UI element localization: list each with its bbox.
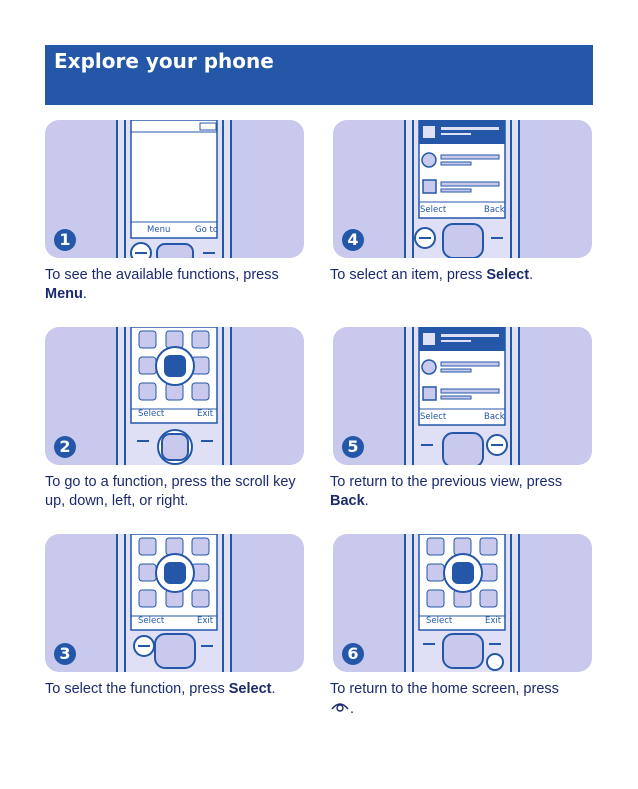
step-4-caption: To select an item, press Select. [330,267,534,283]
step-number-badge: 3 [54,643,76,665]
softkey-right: Exit [485,616,502,626]
step-number-badge: 1 [54,229,76,251]
step-2-illustration: Select Exit 2 [45,327,304,465]
step-2-caption: To go to a function, press the scroll ke… [45,474,296,509]
softkey-left: Menu [147,225,171,235]
step-6-illustration: Select Exit 6 [333,534,592,672]
softkey-left: Select [138,616,165,626]
softkey-right: Exit [197,409,214,419]
step-number-badge: 4 [342,229,364,251]
softkey-right: Go to [195,225,219,235]
step-6-caption: To return to the home screen, press . [330,680,600,719]
step-number-badge: 2 [54,436,76,458]
softkey-right: Exit [197,616,214,626]
softkey-right: Back [484,205,505,215]
softkey-right: Back [484,412,505,422]
step-4-illustration: Select Back 4 [333,120,592,258]
page-title: Explore your phone [54,49,274,73]
step-3-illustration: Select Exit 3 [45,534,304,672]
softkey-left: Select [426,616,453,626]
header-banner: Explore your phone [45,45,593,105]
softkey-left: Select [138,409,165,419]
step-3-caption: To select the function, press Select. [45,681,276,697]
end-key-icon [330,699,350,719]
step-number-badge: 5 [342,436,364,458]
softkey-left: Select [420,205,447,215]
step-1-caption: To see the available functions, press Me… [45,267,279,302]
softkey-left: Select [420,412,447,422]
step-1-illustration: Menu Go to 1 [45,120,304,258]
step-5-caption: To return to the previous view, press Ba… [330,474,563,509]
step-5-illustration: Select Back 5 [333,327,592,465]
step-number-badge: 6 [342,643,364,665]
